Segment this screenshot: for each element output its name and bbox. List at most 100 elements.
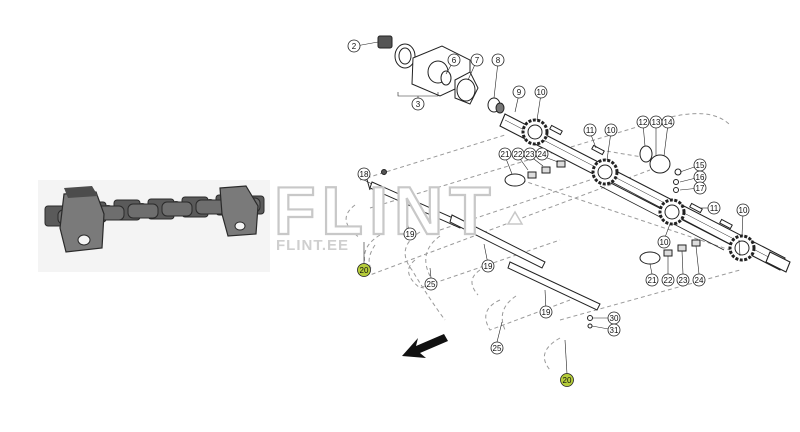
callout-label: 19 [406,230,415,239]
callout-circle [661,273,675,287]
slats [365,169,601,329]
callout-circle [411,97,425,111]
callout-label: 2 [352,42,357,51]
callout-9: 9 [512,85,526,99]
sprockets [521,118,756,262]
callout-label: 7 [475,56,480,65]
callout-label: 6 [452,56,457,65]
callout-label: 19 [542,308,551,317]
callout-circle [693,181,707,195]
callout-label: 20 [563,376,572,385]
callout-label: 9 [517,88,522,97]
callout-circle [661,115,675,129]
callout-25: 25 [490,341,504,355]
callout-label: 25 [493,344,502,353]
callout-10: 10 [604,123,618,137]
callout-30: 30 [607,311,621,325]
callout-24: 24 [692,273,706,287]
callout-label: 3 [416,100,421,109]
callout-label: 11 [586,126,595,135]
callout-23: 23 [676,273,690,287]
callout-circle [657,235,671,249]
callout-label: 22 [664,276,673,285]
callout-label: 16 [696,173,705,182]
callout-label: 23 [526,150,535,159]
callout-label: 10 [660,238,669,247]
callout-circle [645,273,659,287]
callout-22: 22 [661,273,675,287]
watermark-site: FLINT.EE [276,237,349,254]
callout-7: 7 [470,53,484,67]
callout-21: 21 [498,147,512,161]
callout-circle [512,85,526,99]
callout-label: 10 [537,88,546,97]
callout-label: 31 [610,326,619,335]
callout-19: 19 [539,305,553,319]
callout-circle [447,53,461,67]
callout-24: 24 [535,147,549,161]
chain-photo [38,180,270,272]
callout-11: 11 [583,123,597,137]
callout-label: 21 [501,150,510,159]
bearing-assembly [377,35,505,114]
small-parts [504,124,733,265]
callout-circle [636,115,650,129]
callout-circle [692,273,706,287]
callout-circle [403,227,417,241]
callout-circle [707,201,721,215]
callout-2: 2 [347,39,361,53]
callout-circle [491,53,505,67]
callout-label: 24 [538,150,547,159]
callout-circle [604,123,618,137]
callout-label: 17 [696,184,705,193]
callout-label: 21 [648,276,657,285]
callout-circle [607,323,621,337]
callout-label: 20 [360,266,369,275]
callout-19: 19 [403,227,417,241]
callout-17: 17 [693,181,707,195]
watermark: FLINT FLINT.EE [273,172,524,254]
callout-3: 3 [411,97,425,111]
callout-label: 23 [679,276,688,285]
callout-circle [736,203,750,217]
callout-19: 19 [481,259,495,273]
callout-11: 11 [707,201,721,215]
callout-circle [424,277,438,291]
callout-circle [560,373,574,387]
callout-circle [583,123,597,137]
callout-10: 10 [736,203,750,217]
callout-label: 25 [427,280,436,289]
callout-label: 18 [360,170,369,179]
callout-31: 31 [607,323,621,337]
callout-label: 11 [710,204,719,213]
callout-6: 6 [447,53,461,67]
callout-circle [357,263,371,277]
callout-18: 18 [357,167,371,181]
callout-25: 25 [424,277,438,291]
callout-20: 20 [560,373,574,387]
callout-10: 10 [534,85,548,99]
callout-label: 19 [484,262,493,271]
callout-label: 13 [652,118,661,127]
callout-label: 24 [695,276,704,285]
direction-arrow-icon [402,334,448,358]
callout-23: 23 [523,147,537,161]
callout-circle [470,53,484,67]
callout-15: 15 [693,158,707,172]
callout-circle [481,259,495,273]
callout-label: 30 [610,314,619,323]
callout-circle [539,305,553,319]
callout-label: 10 [607,126,616,135]
callout-21: 21 [645,273,659,287]
callout-circle [347,39,361,53]
callout-circle [498,147,512,161]
callout-label: 22 [514,150,523,159]
callout-circle [535,147,549,161]
callout-13: 13 [649,115,663,129]
callout-20: 20 [357,263,371,277]
callout-label: 15 [696,161,705,170]
callout-label: 10 [739,206,748,215]
guide-hooks [368,235,517,333]
